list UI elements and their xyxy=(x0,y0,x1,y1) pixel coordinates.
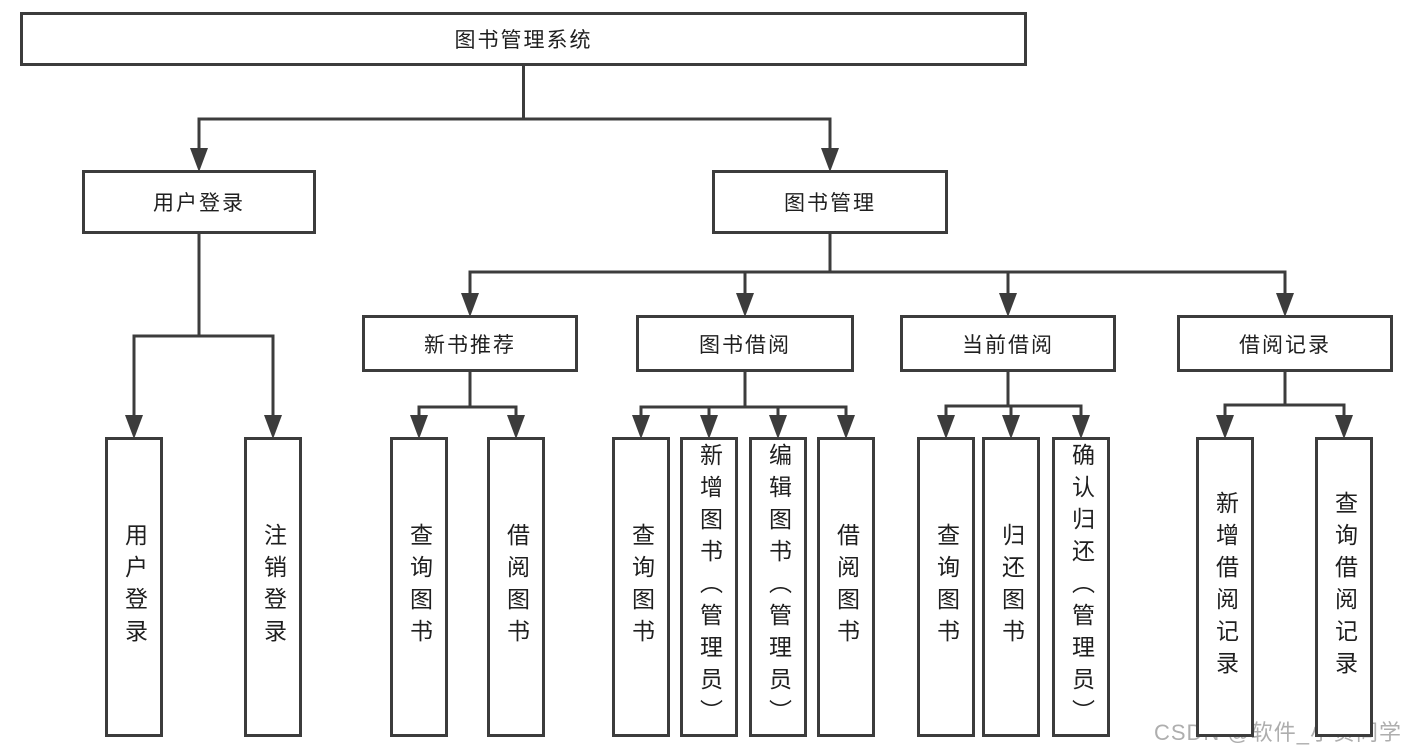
arrowhead-icon xyxy=(700,415,718,439)
node-nb-borrow-book: 借阅图书 xyxy=(487,437,545,737)
node-bb-edit-book: 编辑图书（管理员） xyxy=(749,437,807,737)
node-nb-query-book: 查询图书 xyxy=(390,437,448,737)
node-label: 图书借阅 xyxy=(699,333,791,357)
node-label: 用户登录 xyxy=(153,192,245,215)
arrowhead-icon xyxy=(937,415,955,439)
node-label: 查询图书 xyxy=(628,523,655,651)
node-root: 图书管理系统 xyxy=(20,12,1027,66)
node-label: 当前借阅 xyxy=(962,333,1054,357)
node-label: 归还图书 xyxy=(998,523,1025,651)
node-bb-borrow-book: 借阅图书 xyxy=(817,437,875,737)
arrowhead-icon xyxy=(507,415,525,439)
arrowhead-icon xyxy=(736,293,754,317)
node-label: 新书推荐 xyxy=(424,333,516,357)
node-label: 借阅图书 xyxy=(833,523,860,651)
arrowhead-icon xyxy=(821,148,839,172)
arrowhead-icon xyxy=(1216,415,1234,439)
node-user-login: 用户登录 xyxy=(82,170,316,234)
arrowhead-icon xyxy=(769,415,787,439)
arrowhead-icon xyxy=(461,293,479,317)
arrowhead-icon xyxy=(1335,415,1353,439)
node-br-add-record: 新增借阅记录 xyxy=(1196,437,1254,737)
node-bb-query-book: 查询图书 xyxy=(612,437,670,737)
node-leaf-user-login: 用户登录 xyxy=(105,437,163,737)
arrowhead-icon xyxy=(632,415,650,439)
node-label: 编辑图书（管理员） xyxy=(765,443,792,731)
node-label: 图书管理系统 xyxy=(454,29,593,52)
node-label: 新增借阅记录 xyxy=(1212,491,1239,683)
arrowhead-icon xyxy=(999,293,1017,317)
node-label: 借阅记录 xyxy=(1239,333,1331,357)
node-current-borrow: 当前借阅 xyxy=(900,315,1116,372)
node-bb-add-book: 新增图书（管理员） xyxy=(680,437,738,737)
node-new-book-rec: 新书推荐 xyxy=(362,315,578,372)
node-cb-return-book: 归还图书 xyxy=(982,437,1040,737)
arrowhead-icon xyxy=(125,415,143,439)
node-book-borrow: 图书借阅 xyxy=(636,315,854,372)
arrowhead-icon xyxy=(410,415,428,439)
node-borrow-records: 借阅记录 xyxy=(1177,315,1393,372)
node-label: 图书管理 xyxy=(784,192,876,215)
node-book-mgmt: 图书管理 xyxy=(712,170,948,234)
node-label: 新增图书（管理员） xyxy=(696,443,723,731)
node-label: 查询借阅记录 xyxy=(1331,491,1358,683)
node-cb-confirm-return: 确认归还（管理员） xyxy=(1052,437,1110,737)
arrowhead-icon xyxy=(837,415,855,439)
arrowhead-icon xyxy=(1276,293,1294,317)
arrowhead-icon xyxy=(264,415,282,439)
node-label: 注销登录 xyxy=(260,523,287,651)
arrowhead-icon xyxy=(1072,415,1090,439)
node-br-query-record: 查询借阅记录 xyxy=(1315,437,1373,737)
node-leaf-logout: 注销登录 xyxy=(244,437,302,737)
node-label: 借阅图书 xyxy=(503,523,530,651)
node-label: 查询图书 xyxy=(406,523,433,651)
node-cb-query-book: 查询图书 xyxy=(917,437,975,737)
node-label: 用户登录 xyxy=(121,523,148,651)
node-label: 查询图书 xyxy=(933,523,960,651)
arrowhead-icon xyxy=(190,148,208,172)
arrowhead-icon xyxy=(1002,415,1020,439)
node-label: 确认归还（管理员） xyxy=(1068,443,1095,731)
